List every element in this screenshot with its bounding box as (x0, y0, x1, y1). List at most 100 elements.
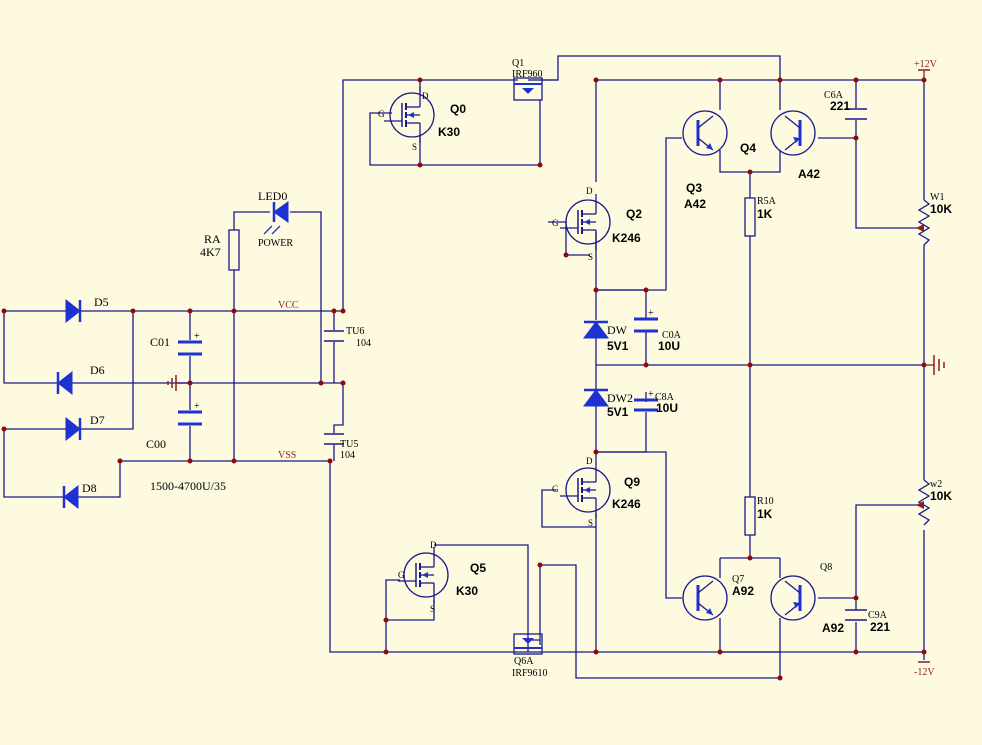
label-q8: Q8 (820, 562, 832, 573)
net-plus12v: +12V (914, 59, 938, 70)
label-q1: Q1 (512, 58, 524, 69)
svg-text:D: D (422, 91, 429, 101)
label-q7-part: A92 (732, 584, 754, 598)
label-q0-part: K30 (438, 125, 460, 139)
label-c9a: C9A (868, 610, 888, 621)
cap-c8a: + (634, 389, 658, 412)
label-w1-value: 10K (930, 202, 952, 216)
label-q7: Q7 (732, 574, 744, 585)
label-q9-part: K246 (612, 497, 641, 511)
label-q4: Q4 (740, 141, 756, 155)
resistor-r5a (744, 197, 756, 237)
svg-text:+: + (648, 308, 654, 319)
led-led0 (263, 201, 289, 235)
supply-plus12v-icon (918, 69, 930, 80)
resistor-ra (228, 229, 240, 271)
pot-w2 (916, 479, 931, 526)
net-vcc: VCC (278, 300, 299, 311)
mosfet-q2 (559, 193, 611, 251)
cap-tu5 (324, 433, 344, 445)
transistor-q7 (681, 574, 729, 622)
label-c9a-value: 221 (870, 620, 890, 634)
label-c01: C01 (150, 335, 170, 349)
zener-dw (583, 320, 609, 339)
svg-text:S: S (588, 518, 593, 528)
mosfet-q1 (513, 77, 543, 101)
label-w2-value: 10K (930, 489, 952, 503)
label-q6a-part: IRF9610 (512, 668, 548, 679)
label-r10-value: 1K (757, 507, 773, 521)
ground-right-icon (924, 355, 945, 375)
label-d6: D6 (90, 363, 105, 377)
svg-text:S: S (588, 252, 593, 262)
mosfet-q9 (559, 461, 611, 519)
transistor-q8 (769, 574, 817, 622)
cap-c0a: + (634, 308, 658, 333)
label-q1-part: IRF960 (512, 69, 543, 80)
label-d7: D7 (90, 413, 105, 427)
resistor-r10 (744, 496, 756, 536)
label-c0a: C0A (662, 330, 682, 341)
label-cap-value: 1500-4700U/35 (150, 479, 226, 493)
label-c0a-value: 10U (658, 339, 680, 353)
label-led0: LED0 (258, 189, 287, 203)
label-tu6: TU6 (346, 326, 364, 337)
label-q6a: Q6A (514, 656, 534, 667)
label-tu6-value: 104 (356, 338, 371, 349)
svg-text:G: G (398, 570, 405, 580)
label-q4-part: A42 (798, 167, 820, 181)
svg-text:G: G (378, 109, 385, 119)
label-c6a-value: 221 (830, 99, 850, 113)
net-vss: VSS (278, 450, 296, 461)
svg-text:D: D (430, 540, 437, 550)
cap-c6a (845, 108, 867, 120)
mosfet-q6a (513, 633, 543, 655)
label-q3-part: A42 (684, 197, 706, 211)
zener-dw2 (583, 388, 609, 407)
diode-d5 (65, 298, 82, 324)
label-dw-value: 5V1 (607, 339, 629, 353)
label-q2-part: K246 (612, 231, 641, 245)
transistor-q4 (769, 109, 817, 157)
diode-d7 (65, 416, 82, 442)
label-dw2: DW2 (607, 391, 633, 405)
label-r5a-value: 1K (757, 207, 773, 221)
label-dw: DW (607, 323, 628, 337)
label-q9: Q9 (624, 475, 640, 489)
svg-text:+: + (194, 331, 200, 342)
labels: D5 D6 D7 D8 C01 C00 1500-4700U/35 RA 4K7… (82, 58, 952, 679)
mosfet-q5 (397, 546, 449, 604)
diode-d6 (56, 370, 73, 396)
svg-text:+: + (648, 389, 654, 400)
label-tu5: TU5 (340, 439, 358, 450)
net-minus12v: -12V (914, 667, 935, 678)
label-c8a-value: 10U (656, 401, 678, 415)
label-power: POWER (258, 238, 293, 249)
svg-text:D: D (586, 456, 593, 466)
svg-text:S: S (412, 142, 417, 152)
label-q3: Q3 (686, 181, 702, 195)
ground-left-icon (167, 375, 177, 391)
label-q5-part: K30 (456, 584, 478, 598)
label-c00: C00 (146, 437, 166, 451)
cap-c01: + (178, 331, 202, 356)
label-c8a: C8A (655, 392, 675, 403)
label-dw2-value: 5V1 (607, 405, 629, 419)
label-q5: Q5 (470, 561, 486, 575)
svg-text:+: + (194, 401, 200, 412)
svg-text:G: G (552, 484, 559, 494)
transistor-q3 (681, 109, 729, 157)
svg-text:D: D (586, 186, 593, 196)
label-c6a: C6A (824, 90, 844, 101)
label-d8: D8 (82, 481, 97, 495)
cap-c00: + (178, 401, 202, 426)
label-ra: RA (204, 232, 221, 246)
label-w1: W1 (930, 192, 944, 203)
label-w2: w2 (930, 479, 942, 490)
svg-text:G: G (552, 218, 559, 228)
label-r5a: R5A (757, 196, 777, 207)
label-tu5-value: 104 (340, 450, 355, 461)
diode-d8 (62, 484, 79, 510)
